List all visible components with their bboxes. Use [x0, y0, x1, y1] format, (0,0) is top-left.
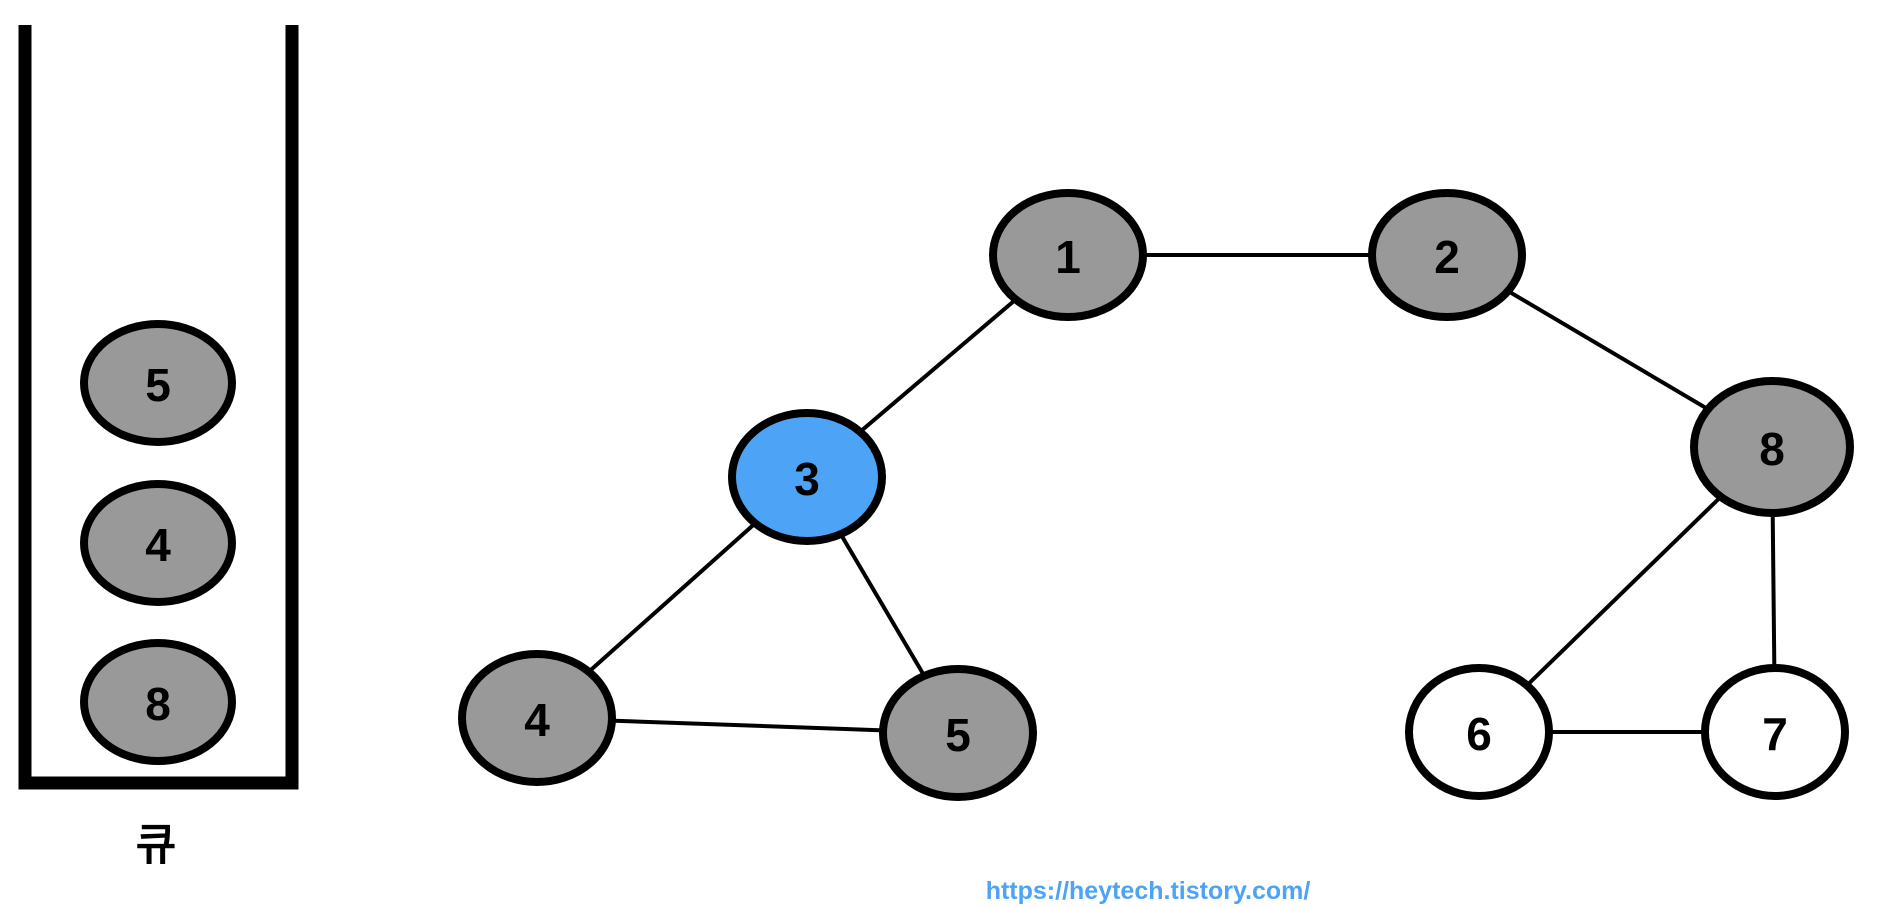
- queue-structure: 5 4 8: [18, 25, 299, 790]
- graph-node-circle: [879, 665, 1037, 801]
- graph-edges: [535, 253, 1777, 735]
- graph-node-4[interactable]: 4: [458, 650, 616, 786]
- graph-node-circle: [1701, 664, 1849, 800]
- graph-node-6[interactable]: 6: [1405, 664, 1553, 800]
- queue-item-circle: [80, 320, 236, 446]
- graph-nodes: 1 2 34 5 8 6 7: [458, 189, 1854, 801]
- queue-caption: 큐: [136, 821, 176, 870]
- graph-node-circle: [728, 409, 886, 545]
- queue-item[interactable]: 4: [80, 480, 236, 606]
- watermark-url: https://heytech.tistory.com/: [986, 877, 1311, 905]
- queue-item[interactable]: 5: [80, 320, 236, 446]
- queue-item[interactable]: 8: [80, 639, 236, 765]
- graph-node-7[interactable]: 7: [1701, 664, 1849, 800]
- graph-node-5[interactable]: 5: [879, 665, 1037, 801]
- graph-node-circle: [1368, 189, 1526, 321]
- graph-node-1[interactable]: 1: [989, 189, 1147, 321]
- graph-node-8[interactable]: 8: [1690, 377, 1854, 517]
- graph-node-2[interactable]: 2: [1368, 189, 1526, 321]
- queue-item-circle: [80, 480, 236, 606]
- graph-node-circle: [989, 189, 1147, 321]
- graph-node-circle: [1405, 664, 1553, 800]
- graph-node-circle: [458, 650, 616, 786]
- queue-item-circle: [80, 639, 236, 765]
- queue-container-outline: [18, 25, 299, 790]
- graph-node-circle: [1690, 377, 1854, 517]
- graph-node-3[interactable]: 3: [728, 409, 886, 545]
